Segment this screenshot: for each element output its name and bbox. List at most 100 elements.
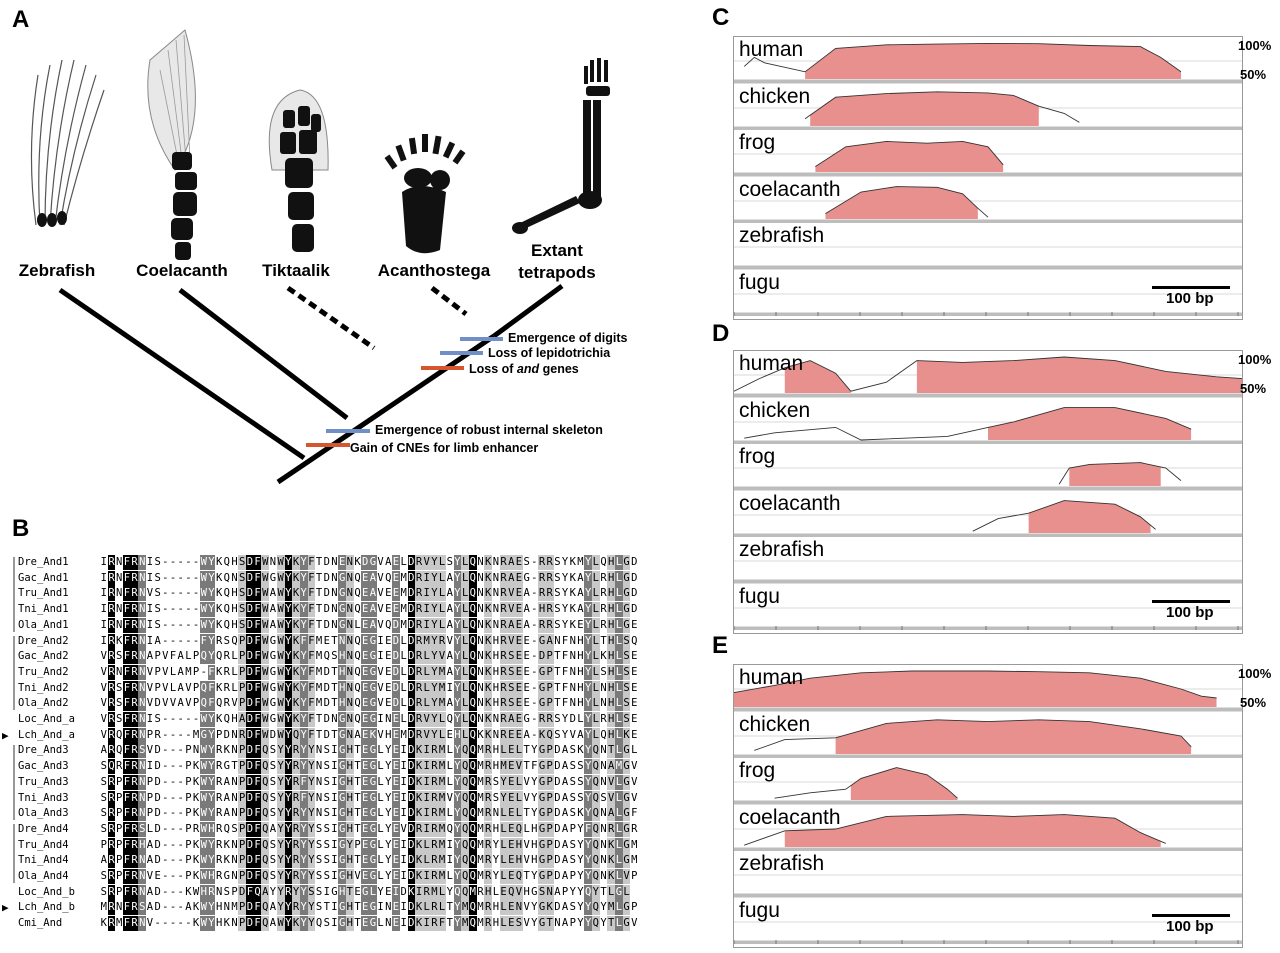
conservation-trace: [734, 670, 1217, 699]
pct-100-d: 100%: [1238, 352, 1272, 367]
sequence-residues: SRPFRSLD---PRWHRQSPDFQAYYRYYSSIGHTEGLYEV…: [100, 821, 638, 837]
track-fugu: [734, 607, 1242, 630]
species-label: human: [739, 38, 804, 61]
sequence-residues: MRNFRSAD---AKWYHNMPDFQAYYRYYSTIGHTEGINEI…: [100, 900, 638, 916]
sequence-name: Ola_And2: [18, 697, 69, 710]
taxon-coelacanth: Coelacanth: [136, 261, 228, 280]
conserved-region: [1069, 462, 1161, 486]
sequence-name: Dre_And3: [18, 744, 69, 757]
conserved-region: [784, 814, 1161, 847]
species-label: fugu: [739, 898, 780, 922]
panel-d-label: D: [712, 320, 730, 347]
track-zebrafish: [734, 560, 1242, 584]
conservation-trace: [825, 185, 989, 218]
sequence-residues: SQRFRNID---PKWYRGTPDFQSYYRYYNSIGHTEGLYEI…: [100, 759, 638, 775]
taxon-tiktaalik: Tiktaalik: [262, 261, 330, 280]
event-cne: Gain of CNEs for limb enhancer: [350, 441, 539, 455]
sequence-residues: IRNFRNIS-----WYKQNSDFWGWYKYFTDNGNQEAVQEM…: [100, 570, 638, 586]
bp-ticks: [734, 626, 1239, 630]
taxon-acanthostega: Acanthostega: [377, 261, 491, 280]
sequence-residues: SRPFRNPD---PKWYRANPDFQSYYRFYNSIGHTEGLYEI…: [100, 774, 638, 790]
panel-c-label: C: [712, 4, 730, 31]
track-human: [734, 356, 1242, 398]
sequence-name: Ola_And3: [18, 807, 69, 820]
acanthostega-limb-icon: [384, 134, 466, 254]
track-fugu: [734, 293, 1242, 316]
track-human: [734, 670, 1242, 712]
conservation-trace: [1058, 462, 1182, 485]
event-lepidotrichia: Loss of lepidotrichia: [488, 346, 611, 360]
conserved-region: [835, 719, 1192, 754]
taxon-zebrafish: Zebrafish: [18, 261, 96, 280]
pct-50-e: 50%: [1240, 695, 1267, 710]
sequence-name: Dre_And4: [18, 822, 69, 835]
sequence-residues: SRPFRNPD---PKWYRANPDFQSYYRYYNSIGHTEGLYEI…: [100, 806, 638, 822]
conserved-region: [805, 43, 1181, 79]
species-label: coelacanth: [739, 177, 841, 201]
track-human: [734, 42, 1242, 84]
arrow-marker-icon: ▶: [2, 728, 9, 742]
scale-bar: [1152, 285, 1230, 289]
track-frog: [734, 140, 1242, 177]
sequence-residues: VRSFRNVPVLAVPQFKRLPDFWGWYKYFMDTHNQEGVEDL…: [100, 680, 638, 696]
sequence-name: Tru_And1: [18, 587, 69, 600]
phylogenetic-tree: [58, 283, 564, 485]
conserved-region: [1028, 500, 1151, 533]
conservation-trace: [744, 813, 1166, 846]
species-label: frog: [739, 445, 776, 468]
conserved-region: [784, 357, 1242, 393]
tetrapod-limb-icon: [512, 58, 610, 234]
track-separator: [734, 940, 1242, 944]
sequence-residues: SRPFRNPD---PKWYRANPDFQSYYRFYNSIGHTEGLYEI…: [100, 790, 638, 806]
conservation-trace: [972, 499, 1156, 532]
track-zebrafish: [734, 246, 1242, 270]
sequence-residues: IRNFRNIS-----WYKQHSDFWAWYKYFTDNGNLEAVQDM…: [100, 617, 638, 633]
track-frog: [734, 462, 1242, 491]
track-zebrafish: [734, 874, 1242, 898]
panel-b-label: B: [12, 515, 30, 542]
conservation-trace: [804, 90, 1080, 123]
conservation-trace: [744, 406, 1192, 440]
pct-50-d: 50%: [1240, 381, 1267, 396]
species-label: zebrafish: [739, 538, 825, 561]
track-separator: [734, 800, 1242, 805]
sequence-residues: IRNFRNVS-----WYKQHSDFWAWYKYFTDNGNQEAVEEM…: [100, 586, 638, 602]
conserved-region: [815, 141, 1004, 172]
sequence-name: Ola_And1: [18, 618, 69, 631]
arrow-marker-icon: ▶: [2, 901, 9, 915]
sequence-name: Tru_And2: [18, 665, 69, 678]
scale-bar-label: 100 bp: [1166, 289, 1214, 307]
sequence-residues: IRKFRNIA-----FYRSQPDFWGWYKFFMETNNQEGIEDL…: [100, 633, 638, 649]
species-label: zebrafish: [739, 224, 825, 247]
sequence-name: Dre_And1: [18, 556, 69, 568]
sequence-name: Loc_And_b: [18, 885, 75, 898]
track-separator: [734, 265, 1242, 270]
scale-bar-label: 100 bp: [1166, 603, 1214, 621]
zebrafish-radials-icon: [37, 211, 67, 227]
track-chicken: [734, 90, 1242, 130]
bp-ticks: [734, 940, 1239, 944]
sequence-residues: KRMFRNV-----KWYHKNPDFQAWYKYYQSIGHTEGLNEI…: [100, 916, 638, 932]
coelacanth-fin-icon: [147, 29, 197, 260]
track-frog: [734, 767, 1242, 805]
scale-bar: [1152, 599, 1230, 603]
group-bracket: [13, 823, 15, 883]
track-separator: [734, 626, 1242, 630]
track-separator: [734, 440, 1242, 444]
track-separator: [734, 707, 1242, 712]
sequence-name: Tni_And3: [18, 791, 69, 804]
zebrafish-fin-icon: [30, 59, 105, 226]
sequence-residues: VRSFRNVDVVAVPQFQRVPDFWGWYKYFMDTHNQEGVEDL…: [100, 696, 638, 712]
species-label: zebrafish: [739, 852, 825, 875]
conserved-region: [988, 407, 1192, 440]
sequence-name: Cmi_And: [18, 917, 63, 930]
sequence-residues: SRPFRNAD---KWHRNSPDFQAYYRYYSSIGHTEGLYEID…: [100, 884, 631, 900]
species-label: human: [739, 666, 804, 689]
track-separator: [734, 486, 1242, 491]
sequence-name: Tni_And2: [18, 681, 69, 694]
group-bracket: [13, 635, 15, 710]
species-label: chicken: [739, 84, 811, 108]
sequence-name: Lch_And_a: [18, 728, 75, 741]
pct-50-c: 50%: [1240, 67, 1267, 82]
